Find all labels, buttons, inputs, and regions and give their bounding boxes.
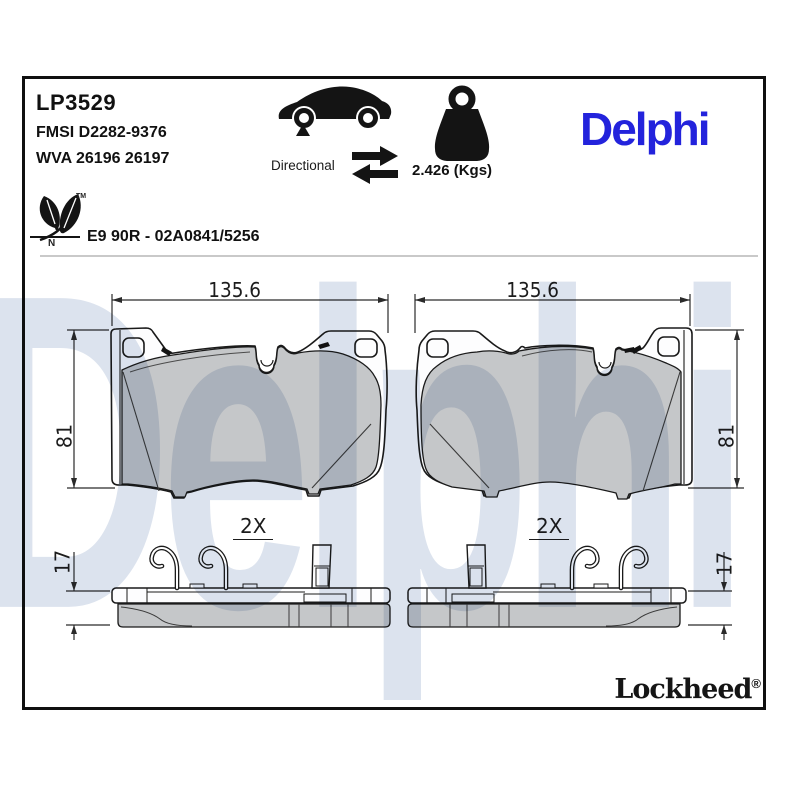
- ece-approval-number: E9 90R - 02A0841/5256: [87, 228, 260, 245]
- quantity-label-right: 2X: [529, 514, 570, 540]
- registered-trademark-icon: ®: [751, 676, 761, 691]
- trademark-mark: TM: [76, 193, 87, 200]
- weight-value: 2.426 (Kgs): [412, 162, 493, 179]
- delphi-logo: Delphi: [580, 103, 711, 155]
- width-dimension-right-pad: 135.6: [506, 278, 559, 302]
- height-dimension-left-pad: 81: [52, 423, 77, 449]
- fmsi-reference: FMSI D2282-9376: [36, 124, 167, 141]
- lockheed-logo: Lockheed®: [614, 674, 761, 705]
- thickness-dimension-left: 17: [50, 549, 75, 575]
- drawing-frame-border: [22, 76, 766, 710]
- quantity-label-left: 2X: [233, 514, 274, 540]
- directional-label: Directional: [271, 158, 335, 173]
- header-divider: [40, 255, 758, 257]
- part-number: LP3529: [36, 90, 117, 115]
- eco-mark-letter: N: [48, 238, 56, 249]
- thickness-dimension-right: 17: [712, 551, 737, 577]
- wva-reference: WVA 26196 26197: [36, 150, 170, 167]
- lockheed-wordmark: Lockheed: [614, 674, 752, 705]
- width-dimension-left-pad: 135.6: [208, 278, 261, 302]
- height-dimension-right-pad: 81: [714, 423, 739, 449]
